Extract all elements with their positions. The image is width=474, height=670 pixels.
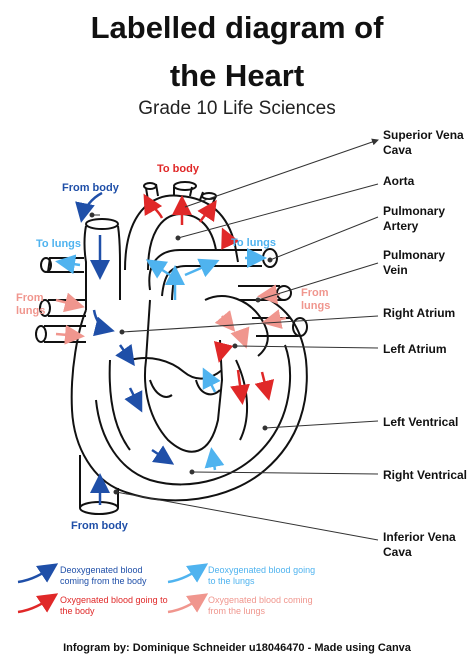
legend-arrow-dark-blue — [17, 563, 59, 584]
label-inferior-vena-cava: Inferior Vena Cava — [383, 530, 456, 559]
label-left-ventrical: Left Ventrical — [383, 415, 459, 429]
label-superior-vena-cava: Superior Vena Cava — [383, 128, 464, 157]
legend-text-red: Oxygenated blood going to the body — [60, 595, 168, 616]
heart-body — [70, 299, 308, 502]
legend-arrow-red — [17, 593, 59, 614]
flow-label-from-lungs-left: From lungs — [16, 292, 46, 317]
flow-label-to-body: To body — [157, 163, 199, 175]
legend-arrow-light-blue — [167, 563, 209, 584]
flow-label-to-lungs-right: To lungs — [231, 237, 277, 249]
septum — [144, 299, 224, 453]
label-left-atrium: Left Atrium — [383, 342, 447, 356]
oxygenated-from-lungs-arrows — [55, 284, 287, 349]
flow-label-to-lungs-left: To lungs — [36, 238, 82, 250]
oxygenated-to-body-arrows — [143, 193, 275, 405]
label-pulmonary-vein: Pulmonary Vein — [383, 248, 446, 277]
deoxygenated-from-body-arrows — [75, 191, 175, 505]
flow-label-from-body-bottom: From body — [71, 520, 128, 532]
label-pulmonary-artery: Pulmonary Artery — [383, 204, 446, 233]
flow-label-from-lungs-right: From lungs — [301, 287, 331, 312]
leader-lines — [89, 138, 379, 541]
deoxygenated-to-lungs-arrows — [55, 248, 267, 471]
superior-vena-cava-shape — [83, 225, 121, 310]
label-aorta: Aorta — [383, 174, 415, 188]
footer-credit: Infogram by: Dominique Schneider u180464… — [63, 642, 411, 654]
title-line-2: the Heart — [169, 58, 305, 93]
flow-label-from-body-top: From body — [62, 182, 119, 194]
label-right-atrium: Right Atrium — [383, 306, 456, 320]
title-line-1: Labelled diagram of — [90, 10, 384, 45]
legend-arrows — [17, 563, 209, 614]
legend-text-dark-blue: Deoxygenated blood coming from the body — [60, 565, 147, 586]
legend-text-light-blue: Deoxygenated blood going to the lungs — [208, 565, 316, 586]
pulmonary-vein-right — [238, 285, 298, 337]
legend-text-pink: Oxygenated blood coming from the lungs — [208, 595, 313, 616]
subtitle: Grade 10 Life Sciences — [138, 98, 336, 119]
legend-arrow-pink — [167, 593, 209, 614]
label-right-ventrical: Right Ventrical — [383, 468, 468, 482]
heart-outline — [35, 181, 308, 515]
